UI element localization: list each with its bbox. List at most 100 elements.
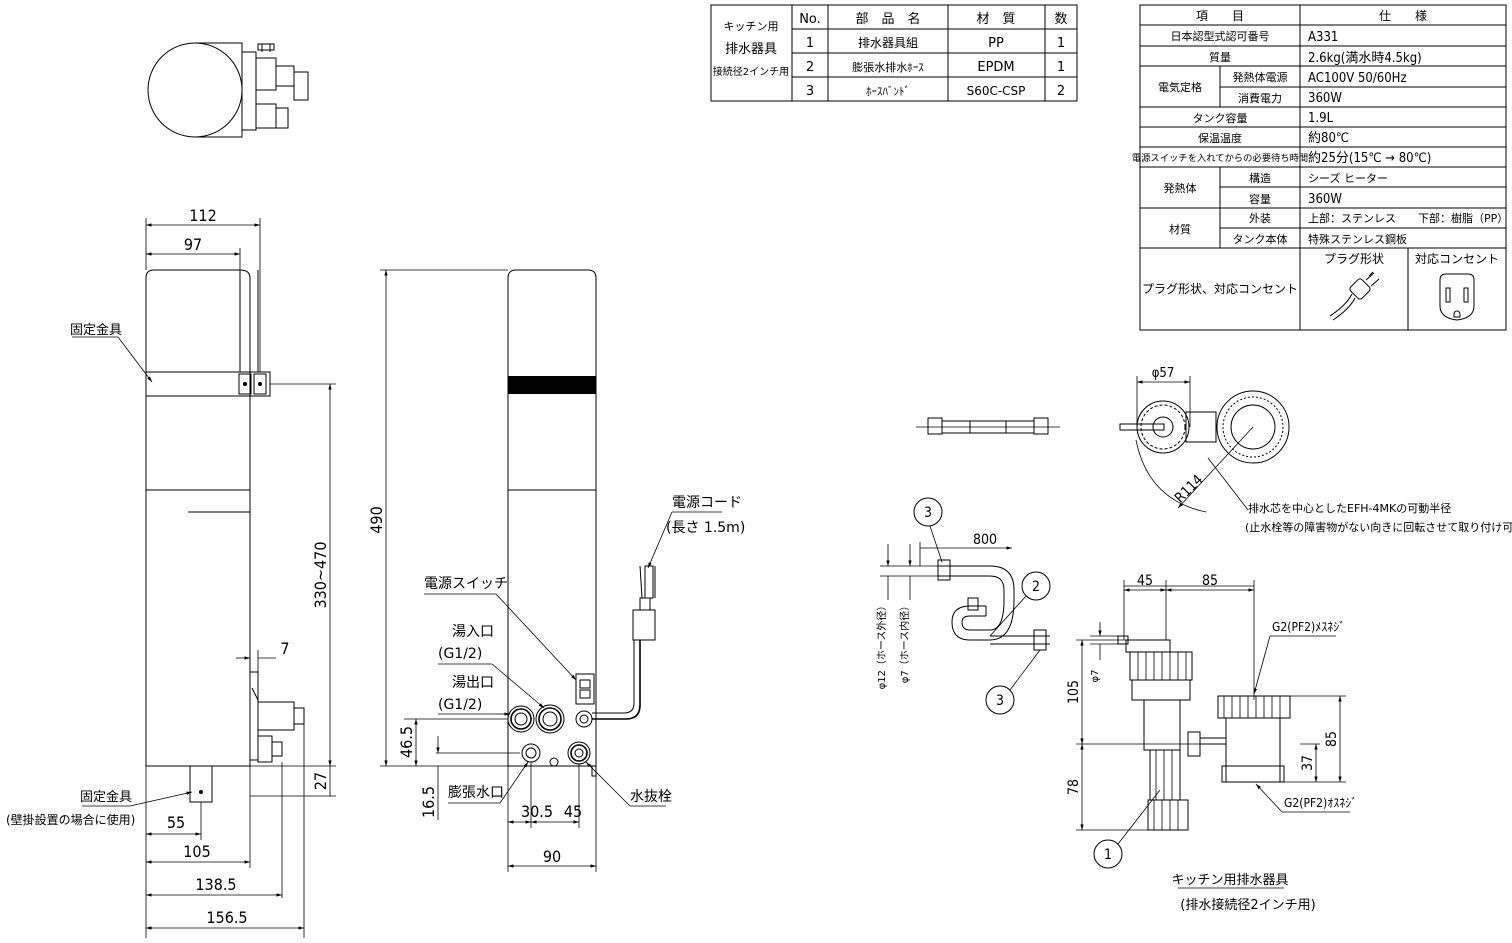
hot-in-fitting: [507, 705, 535, 733]
label-hot-in: 湯入口: [452, 623, 494, 640]
drain-plug-fitting: [567, 741, 591, 765]
parts-row2-material: EPDM: [977, 60, 1014, 75]
spec-consumption-value: 360W: [1308, 91, 1342, 106]
spec-outlet-header: 対応コンセント: [1415, 252, 1499, 266]
parts-row1-qty: 1: [1057, 36, 1065, 51]
caption-drain-fitting-sub: (排水接続径2インチ用): [1180, 897, 1315, 913]
dim-112: 112: [189, 206, 216, 225]
drain-radius-note: 排水芯を中心としたEFH-4MKの可動半径: [1248, 501, 1451, 515]
label-bracket-top: 固定金具: [70, 322, 122, 338]
callout-2: 2: [1032, 579, 1040, 595]
callout-1: 1: [1104, 847, 1112, 863]
spec-wait-label: 電源スイッチを入れてからの必要待ち時間: [1132, 152, 1308, 164]
dim-105: 105: [183, 842, 210, 861]
dim-85-fitting: 85: [1202, 573, 1218, 589]
spec-heater-power-label: 発熱体電源: [1233, 70, 1288, 84]
label-hot-out-size: (G1/2): [438, 697, 482, 713]
spec-material-group: 材質: [1169, 222, 1191, 236]
dim-r114: R114: [1172, 472, 1207, 507]
parts-row3-material: S60C-CSP: [967, 84, 1026, 98]
spec-consumption-label: 消費電力: [1238, 91, 1282, 105]
spec-structure-value: シーズ ヒーター: [1308, 171, 1388, 185]
outlet-icon: [1439, 273, 1475, 321]
spec-plug-header: プラグ形状: [1324, 252, 1384, 266]
drain-fitting-view: 45 85 φ7 105 78 85 37 G2(PF2)ﾒｽﾈｼﾞ G2(PF…: [1066, 573, 1357, 913]
parts-table: キッチン用 排水器具 接続径2インチ用 No. 部 品 名 材 質 数 1 排水…: [710, 4, 1078, 102]
label-hot-in-size: (G1/2): [438, 646, 482, 662]
spec-electrical-group: 電気定格: [1158, 80, 1202, 94]
parts-row1-no: 1: [806, 36, 814, 51]
parts-row3-name: ﾎｰｽﾊﾞﾝﾄﾞ: [866, 85, 910, 98]
parts-title-line2: 排水器具: [725, 42, 777, 57]
spec-approval-value: A331: [1308, 30, 1338, 45]
dim-45-fitting: 45: [1137, 573, 1153, 589]
dim-27: 27: [311, 772, 330, 790]
parts-header-material: 材 質: [976, 12, 1015, 27]
parts-row2-qty: 1: [1057, 60, 1065, 75]
spec-capacity-value: 360W: [1308, 192, 1342, 207]
label-g2-female: G2(PF2)ﾒｽﾈｼﾞ: [1272, 620, 1345, 634]
dim-97: 97: [184, 235, 202, 254]
heater-top-view: [147, 42, 309, 138]
dim-85-height: 85: [1324, 731, 1340, 747]
dim-138-5: 138.5: [195, 875, 236, 894]
dim-37: 37: [1300, 755, 1316, 771]
spec-mass-label: 質量: [1209, 50, 1231, 64]
hose-view: 800 φ12（ホース外径） φ7（ホース内径） 3 2 3: [875, 497, 1051, 715]
dim-phi57: φ57: [1152, 366, 1175, 381]
heater-side-view: 112 97 固定金具 330~470 7 27 55 105 1: [6, 206, 336, 938]
spec-exterior-label: 外装: [1249, 212, 1271, 225]
parts-row2-name: 膨張水排水ﾎｰｽ: [852, 60, 924, 74]
dim-55: 55: [167, 813, 185, 832]
callout-3-top: 3: [924, 505, 932, 521]
heater-front-view: 電源コード (長さ 1.5m) 電源スイッチ 湯入口 (G1/2) 湯出口 (G…: [367, 269, 745, 872]
spec-approval-label: 日本認型式認可番号: [1171, 29, 1270, 43]
hot-out-fitting: [535, 704, 565, 734]
dim-7: 7: [280, 639, 289, 658]
power-switch: [575, 673, 595, 705]
spec-header-item: 項 目: [1196, 9, 1244, 23]
spec-temp-label: 保温温度: [1198, 131, 1242, 145]
plug-icon: [1329, 271, 1380, 321]
spec-table: 項 目 仕 様 日本認型式認可番号 A331 質量 2.6kg(満水時4.5kg…: [1132, 4, 1508, 331]
dim-330-470: 330~470: [311, 542, 330, 609]
label-bracket-bottom: 固定金具: [80, 789, 132, 805]
dim-phi12: φ12（ホース外径）: [875, 601, 888, 690]
spec-temp-value: 約80℃: [1308, 131, 1349, 146]
dim-156-5: 156.5: [206, 908, 247, 927]
parts-row3-no: 3: [806, 84, 814, 99]
spec-capacity-label: 容量: [1249, 192, 1271, 206]
spec-tank-body-label: タンク本体: [1233, 232, 1288, 246]
spec-wait-value: 約25分(15℃ → 80℃): [1308, 151, 1431, 166]
parts-title-line3: 接続径2インチ用: [713, 65, 789, 78]
label-power-cord: 電源コード: [672, 495, 742, 511]
spec-plug-row-label: プラグ形状、対応コンセント: [1142, 282, 1298, 296]
parts-header-qty: 数: [1054, 12, 1067, 27]
dim-45: 45: [564, 802, 582, 821]
label-g2-male: G2(PF2)ｵｽﾈｼﾞ: [1284, 796, 1357, 810]
dim-78-fitting: 78: [1066, 779, 1082, 795]
spec-heater-power-value: AC100V 50/60Hz: [1308, 71, 1407, 86]
dim-16-5: 16.5: [419, 786, 438, 818]
dim-105-fitting: 105: [1066, 680, 1082, 704]
drain-top-view: φ57 R114 排水芯を中心としたEFH-4MKの可動半径 (止水栓等の障害物…: [916, 366, 1512, 534]
dim-90: 90: [543, 847, 561, 866]
dim-46-5: 46.5: [397, 726, 416, 758]
dim-phi7-fitting: φ7: [1090, 670, 1101, 683]
parts-row2-no: 2: [806, 60, 814, 75]
spec-exterior-value: 上部：ステンレス 下部：樹脂（PP）: [1308, 211, 1508, 225]
parts-header-name: 部 品 名: [855, 11, 920, 27]
callout-3-bottom: 3: [996, 693, 1004, 709]
dim-490: 490: [367, 506, 386, 533]
label-hot-out: 湯出口: [452, 674, 494, 691]
label-cord-length: (長さ 1.5m): [666, 520, 745, 536]
parts-row1-name: 排水器具組: [858, 36, 918, 50]
spec-structure-label: 構造: [1249, 171, 1271, 185]
parts-row3-qty: 2: [1057, 84, 1065, 99]
drain-radius-note-sub: (止水栓等の障害物がない向きに回転させて取り付け可能): [1245, 520, 1512, 534]
label-drain-plug: 水抜栓: [630, 789, 672, 805]
parts-row1-material: PP: [988, 36, 1004, 51]
dim-phi7-hose: φ7（ホース内径）: [898, 601, 911, 683]
